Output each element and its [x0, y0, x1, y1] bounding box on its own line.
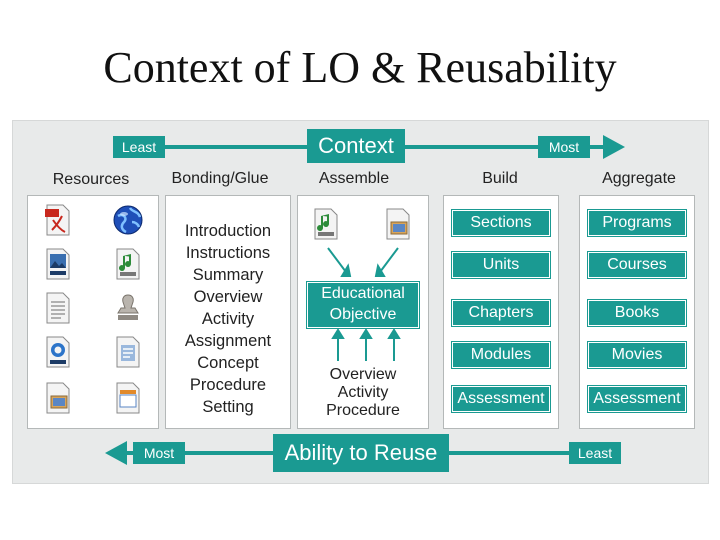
- aggregate-item-box: Books: [587, 299, 687, 327]
- heading-bonding: Bonding/Glue: [171, 170, 269, 187]
- pdf-file-icon: [45, 204, 70, 236]
- build-item-box: Chapters: [451, 299, 551, 327]
- mp3-file-icon: [314, 208, 338, 240]
- arrow-up-icon: [387, 328, 401, 339]
- build-item-box: Assessment: [451, 385, 551, 413]
- resources-column: [27, 195, 159, 429]
- reuse-least-tag: Least: [569, 442, 621, 464]
- arrow-up-icon: [331, 328, 345, 339]
- bonding-item: Setting: [202, 398, 254, 416]
- stamp-icon: [117, 294, 139, 320]
- bonding-item: Summary: [192, 266, 264, 284]
- objective-line: Educational: [321, 285, 405, 302]
- heading-build: Build: [482, 170, 518, 187]
- aggregate-column: Programs Courses Books Movies Assessment: [579, 195, 695, 429]
- educational-objective-box: Educational Objective: [306, 281, 420, 329]
- text-document-icon: [46, 292, 70, 324]
- assemble-column: Educational Objective Overview Activity …: [297, 195, 429, 429]
- bonding-item: Overview: [193, 288, 263, 306]
- build-item-box: Units: [451, 251, 551, 279]
- assemble-item: Procedure: [326, 402, 400, 419]
- most-tag: Most: [538, 136, 590, 158]
- aggregate-item-box: Assessment: [587, 385, 687, 413]
- bonding-list: Introduction Instructions Summary Overvi…: [166, 220, 290, 418]
- assemble-item: Overview: [329, 366, 397, 383]
- aggregate-item-box: Courses: [587, 251, 687, 279]
- image-file-icon: [46, 382, 70, 414]
- build-column: Sections Units Chapters Modules Assessme…: [443, 195, 559, 429]
- heading-assemble: Assemble: [318, 170, 390, 187]
- bonding-item: Instructions: [185, 244, 271, 262]
- bonding-item: Assignment: [184, 332, 272, 350]
- least-tag: Least: [113, 136, 165, 158]
- bonding-item: Activity: [201, 310, 255, 328]
- arrow-down-icon: [374, 263, 386, 277]
- build-item-box: Sections: [451, 209, 551, 237]
- heading-aggregate: Aggregate: [602, 170, 676, 187]
- bonding-item: Procedure: [189, 376, 267, 394]
- aggregate-item-box: Movies: [587, 341, 687, 369]
- arrow-down-icon: [340, 263, 352, 277]
- slide-title: Context of LO & Reusability: [103, 43, 617, 92]
- bonding-item: Introduction: [184, 222, 272, 240]
- mp3-file-icon: [116, 248, 140, 280]
- context-label: Context: [307, 129, 405, 163]
- ability-to-reuse-label: Ability to Reuse: [273, 434, 449, 472]
- assemble-item: Activity: [337, 384, 389, 401]
- quicktime-movie-icon: [46, 336, 70, 368]
- diagram-panel: Least Context Most Resources Bonding/Glu…: [12, 120, 709, 484]
- bonding-column: Introduction Instructions Summary Overvi…: [165, 195, 291, 429]
- assemble-arrows: [327, 247, 401, 361]
- jpeg-file-icon: [46, 248, 70, 280]
- bonding-item: Concept: [197, 354, 259, 372]
- arrow-up-icon: [359, 328, 373, 339]
- image-file-icon: [386, 208, 410, 240]
- aggregate-item-box: Programs: [587, 209, 687, 237]
- globe-icon: [113, 205, 143, 235]
- heading-resources: Resources: [52, 171, 130, 188]
- assemble-list: Overview Activity Procedure: [298, 366, 428, 420]
- right-arrow-icon: [603, 135, 625, 159]
- build-item-box: Modules: [451, 341, 551, 369]
- document-file-icon: [116, 336, 140, 368]
- objective-line: Objective: [329, 306, 397, 323]
- slides-file-icon: [116, 382, 140, 414]
- left-arrow-icon: [105, 441, 127, 465]
- reuse-most-tag: Most: [133, 442, 185, 464]
